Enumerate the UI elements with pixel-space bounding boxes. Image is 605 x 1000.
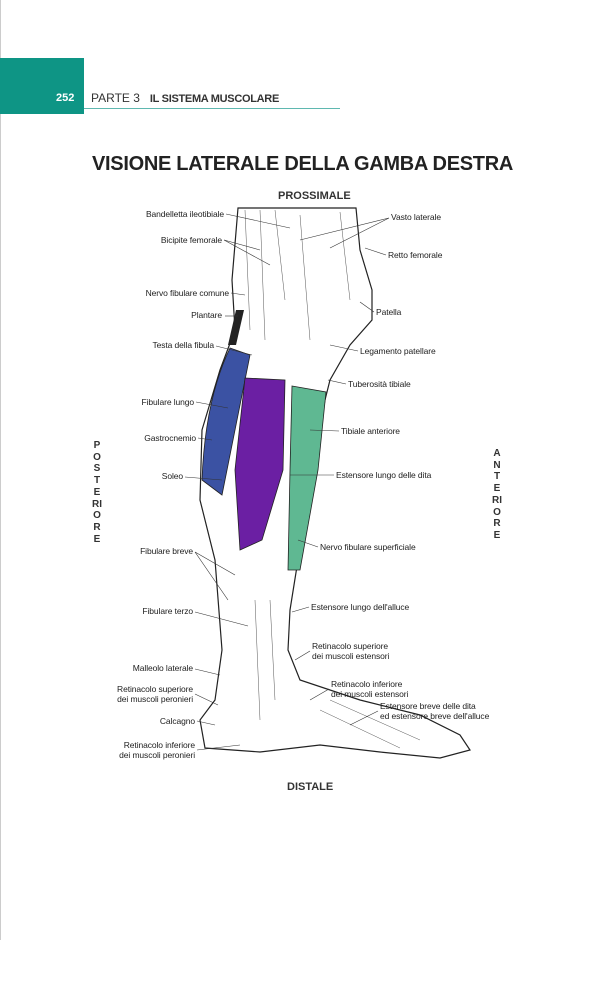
label-anteriore: ANTERIORE: [492, 448, 502, 541]
label-nervo-fibulare: Nervo fibulare comune: [145, 288, 230, 298]
soleo-muscle: [234, 377, 286, 551]
label-vasto-laterale: Vasto laterale: [391, 212, 441, 222]
running-header: PARTE 3 IL SISTEMA MUSCOLARE: [91, 91, 279, 105]
label-soleo: Soleo: [161, 471, 183, 481]
label-testa-fibula: Testa della fibula: [152, 340, 214, 350]
figure-title: VISIONE LATERALE DELLA GAMBA DESTRA: [92, 153, 513, 175]
label-tuberosita: Tuberosità tibiale: [348, 379, 411, 389]
label-plantare: Plantare: [191, 310, 222, 320]
fibulare-lungo-muscle: [201, 347, 251, 496]
label-gastrocnemio: Gastrocnemio: [144, 433, 196, 443]
label-tibiale-anteriore: Tibiale anteriore: [341, 426, 400, 436]
chapter-tab: [0, 58, 84, 114]
label-legamento-patellare: Legamento patellare: [360, 346, 436, 356]
label-fibulare-lungo: Fibulare lungo: [141, 397, 195, 407]
leader-lines: [184, 213, 390, 751]
label-nervo-superficiale: Nervo fibulare superficiale: [320, 542, 416, 552]
label-bicipite: Bicipite femorale: [160, 235, 222, 245]
label-patella: Patella: [376, 307, 402, 317]
label-fibulare-breve: Fibulare breve: [140, 546, 193, 556]
label-bandelletta: Bandelletta ileotibiale: [145, 209, 224, 219]
header-rule: [84, 108, 340, 109]
chapter-label: IL SISTEMA MUSCOLARE: [149, 93, 279, 105]
label-malleolo: Malleolo laterale: [132, 663, 193, 673]
page-number: 252: [56, 92, 75, 104]
tibiale-anteriore-muscle: [287, 385, 327, 571]
part-label: PARTE 3: [91, 91, 140, 105]
label-distale: DISTALE: [287, 781, 334, 793]
label-calcagno: Calcagno: [159, 716, 195, 726]
label-prossimale: PROSSIMALE: [278, 190, 351, 202]
label-estensore-lungo-dita: Estensore lungo delle dita: [336, 470, 432, 480]
label-estensore-alluce: Estensore lungo dell'alluce: [311, 602, 410, 612]
label-retto-femorale: Retto femorale: [388, 250, 443, 260]
label-posteriore: POSTERIORE: [92, 440, 102, 545]
page-edge: [0, 0, 1, 940]
label-fibulare-terzo: Fibulare terzo: [142, 606, 193, 616]
